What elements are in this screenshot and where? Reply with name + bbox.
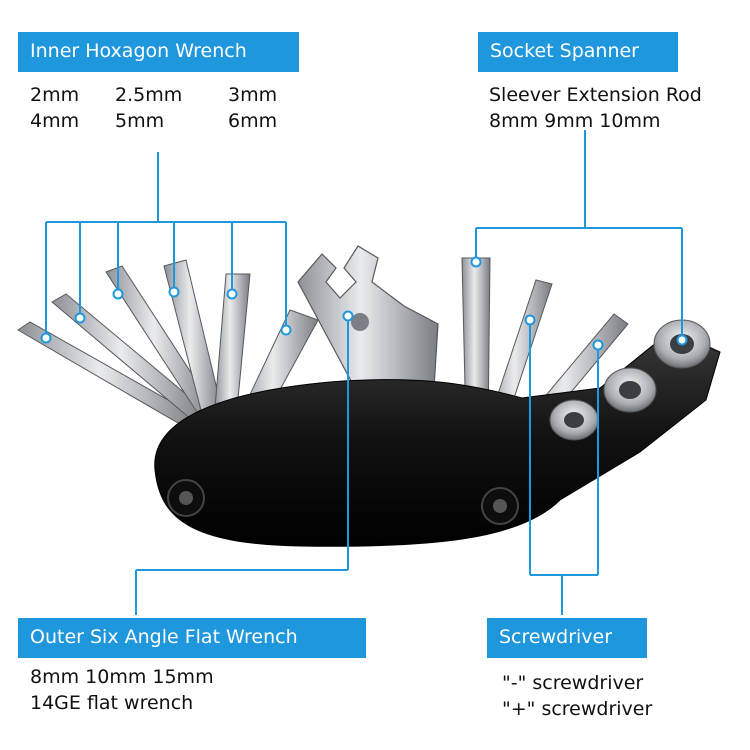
- socket-spanner-line2: 8mm 9mm 10mm: [489, 110, 661, 132]
- hex-size-3mm: 3mm: [228, 84, 278, 106]
- screwdriver-line1: "-" screwdriver: [502, 672, 644, 694]
- socket-spanner-line1: Sleever Extension Rod: [489, 84, 702, 106]
- hex-wrench-title: Inner Hoxagon Wrench: [18, 32, 299, 72]
- socket-spanner-title: Socket Spanner: [478, 32, 678, 72]
- hex-size-2mm: 2mm: [30, 84, 80, 106]
- flat-wrench-line1: 8mm 10mm 15mm: [30, 666, 214, 688]
- flat-wrench-title: Outer Six Angle Flat Wrench: [18, 618, 366, 658]
- hex-size-6mm: 6mm: [228, 110, 278, 132]
- hex-size-4mm: 4mm: [30, 110, 80, 132]
- hex-size-2-5mm: 2.5mm: [115, 84, 183, 106]
- socket-9mm: [603, 367, 657, 413]
- flat-wrench-line2: 14GE flat wrench: [30, 692, 194, 714]
- screwdriver-title: Screwdriver: [487, 618, 647, 658]
- hex-size-5mm: 5mm: [115, 110, 165, 132]
- socket-8mm: [549, 399, 599, 441]
- tool-body: [154, 329, 721, 547]
- screwdriver-line2: "+" screwdriver: [502, 698, 653, 720]
